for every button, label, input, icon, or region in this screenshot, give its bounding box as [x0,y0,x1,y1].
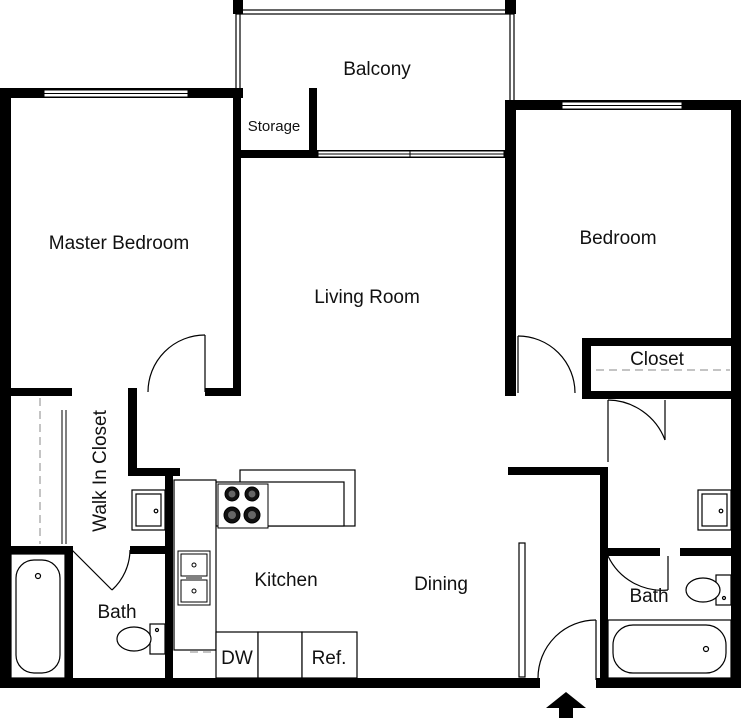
toilet-icon [685,574,732,606]
wall-storage-bottom [233,150,317,158]
wall-kitchen-left [165,468,173,688]
wall-outer-right [731,100,741,688]
wall-closet-left [582,338,591,396]
label-bedroom: Bedroom [579,228,656,249]
wall-living-bedroom [505,100,516,396]
bathtub-icon [607,619,732,679]
label-balcony: Balcony [343,59,411,80]
wall-bath-right-top2 [680,548,741,556]
bathtub-icon [10,553,66,679]
label-living-room: Living Room [314,287,420,308]
label-dishwasher: DW [221,648,253,669]
label-storage: Storage [248,118,301,135]
wall-dining-right [508,467,608,475]
dishwasher [215,631,259,679]
counter-bottom [257,631,303,679]
label-bath-right: Bath [629,586,668,607]
balcony-railing [235,9,515,100]
wall-balcony-post-left [233,0,243,14]
kitchen-sink-icon [177,550,211,606]
vanity-sink-icon [131,489,166,531]
dining-half-wall [518,542,526,678]
wall-bath-right-top [600,548,660,556]
refrigerator [301,631,358,679]
door-swings [71,334,669,688]
stove-icon [217,483,269,529]
vanity-sink-icon [697,489,732,531]
closet-rods [61,341,730,544]
label-closet: Closet [630,349,685,370]
wall-bedroom-bottom [582,391,741,399]
wall-bath-right-left [600,467,608,688]
wall-closet-bath-right [130,546,173,554]
wall-closet-bath-left [0,546,72,554]
wall-outer-bottom-right [596,678,741,688]
wall-outer-bottom-left [0,678,540,688]
wall-bath-left-divider [65,546,73,688]
wall-storage-right [309,88,317,158]
label-dining: Dining [414,574,468,595]
label-bath-left: Bath [97,602,136,623]
wall-master-bottom-right [205,388,241,396]
label-refrigerator: Ref. [312,648,347,669]
toilet-icon [116,623,166,655]
wall-closet-living [128,388,137,476]
wall-master-living [233,88,241,396]
label-master-bedroom: Master Bedroom [49,233,189,254]
wall-balcony-post-right [505,0,516,14]
windows [43,89,683,158]
wall-closet-living-lower [128,468,180,476]
wall-master-bottom-left [0,388,72,396]
label-kitchen: Kitchen [254,570,317,591]
entry-arrow-icon [546,692,586,718]
label-walk-in-closet: Walk In Closet [90,409,111,531]
